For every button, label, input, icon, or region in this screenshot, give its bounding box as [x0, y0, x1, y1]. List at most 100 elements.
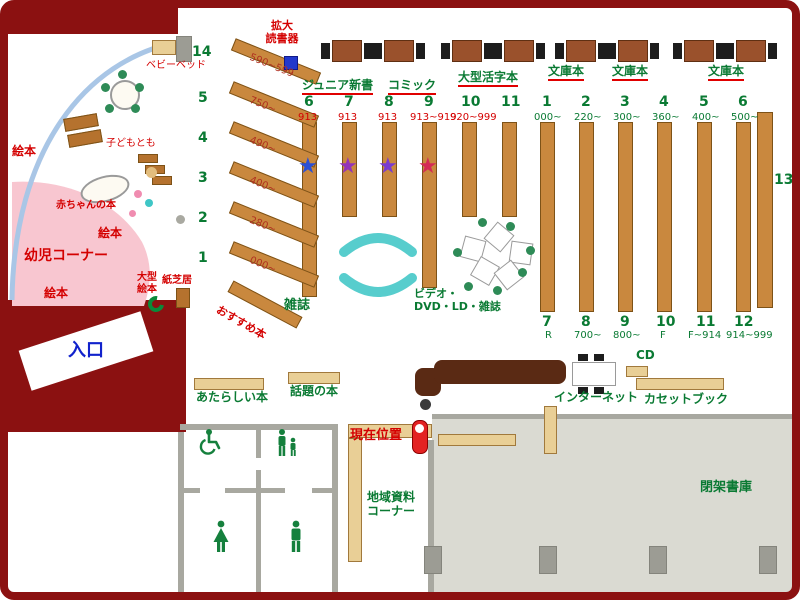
seat-dot — [453, 248, 462, 257]
local-corner-shelf-top — [348, 424, 432, 438]
shelf-range: F — [660, 330, 666, 341]
shelf-num: 6 — [304, 94, 314, 110]
star-icon: ★ — [338, 154, 358, 179]
shelf-range: R — [545, 330, 552, 341]
label-entrance: 入口 — [68, 340, 104, 361]
label-picture-books-1: 絵本 — [12, 144, 37, 158]
chair — [493, 43, 502, 59]
bookshelf-9 — [422, 122, 437, 288]
shelf-range: 913 — [338, 112, 358, 123]
wall — [312, 488, 332, 493]
chair — [578, 354, 588, 361]
shelf-range: 300~ — [613, 112, 641, 123]
label-magazines: 雑誌 — [284, 298, 311, 313]
label-kids: 子どもとも — [106, 138, 156, 149]
shelf-num: 9 — [424, 94, 434, 110]
star-icon: ★ — [418, 154, 438, 179]
label-closed-stacks: 閉架書庫 — [700, 480, 753, 495]
bookshelf-1-7 — [540, 122, 555, 312]
chair — [364, 43, 373, 59]
kids-step — [138, 154, 158, 163]
shelf-range: F~914 — [688, 330, 722, 341]
wall — [178, 432, 184, 592]
shelf-range: 360~ — [652, 112, 680, 123]
shelf-num: 10 — [656, 314, 676, 330]
topic-books-shelf — [288, 372, 340, 384]
chair — [594, 354, 604, 361]
label-kamishibai: 紙芝居 — [162, 275, 192, 286]
seat-dot — [526, 246, 535, 255]
chair — [555, 43, 564, 59]
label-internet: インターネット — [554, 390, 639, 404]
chair — [716, 43, 725, 59]
curved-bench-upper — [339, 233, 417, 257]
chair — [650, 43, 659, 59]
label-cd: CD — [636, 348, 655, 362]
shelf-num: 3 — [198, 170, 208, 186]
reading-table — [684, 40, 714, 62]
reading-table — [332, 40, 362, 62]
shelf-num: 11 — [501, 94, 521, 110]
reading-table — [736, 40, 766, 62]
shelf-num: 11 — [696, 314, 716, 330]
curved-bench-lower — [339, 273, 417, 297]
parent-child-icon — [274, 428, 300, 462]
seat-dot — [118, 70, 127, 79]
shelf-num: 14 — [192, 44, 212, 60]
bookshelf-2-8 — [579, 122, 594, 312]
magnifier-device-icon — [284, 56, 298, 70]
shelf-num: 5 — [198, 90, 208, 106]
label-bunko-2: 文庫本 — [612, 64, 649, 82]
bin-dot — [176, 215, 185, 224]
shelf-range: 400~ — [692, 112, 720, 123]
shelf-num: 7 — [542, 314, 552, 330]
chair — [725, 43, 734, 59]
shelf-range: 913 — [298, 112, 318, 123]
label-picture-books-3: 絵本 — [44, 286, 69, 300]
label-baby-books: 赤ちゃんの本 — [56, 200, 116, 211]
bookshelf-5-11 — [697, 122, 712, 312]
counter-side-shelf — [438, 434, 516, 446]
shelf-range: 913 — [378, 112, 398, 123]
shelf-num: 4 — [198, 130, 208, 146]
chair — [321, 43, 330, 59]
chair — [578, 387, 588, 394]
shelf-range: 000~ — [534, 112, 562, 123]
label-cassette: カセットブック — [644, 392, 729, 406]
seat-dot — [506, 222, 515, 231]
seat-dot — [478, 218, 487, 227]
curved-outer-wall — [9, 39, 179, 301]
chair — [594, 387, 604, 394]
shelf-num: 1 — [542, 94, 552, 110]
shelf-num: 8 — [581, 314, 591, 330]
shelf-num: 7 — [344, 94, 354, 110]
bookshelf-7 — [342, 122, 357, 217]
shelf-num: 9 — [620, 314, 630, 330]
shelf-num: 13 — [774, 172, 794, 188]
baby-bed — [152, 40, 176, 55]
label-baby-bed: ベビーベッド — [146, 60, 206, 71]
shelf-range: 700~ — [574, 330, 602, 341]
shelf-num: 5 — [699, 94, 709, 110]
seat-dot — [493, 286, 502, 295]
bookshelf-4-10 — [657, 122, 672, 312]
wall — [256, 470, 261, 488]
seat-dot — [101, 83, 110, 92]
shelf-num: 6 — [738, 94, 748, 110]
shelf-range: 920~999 — [450, 112, 497, 123]
label-junior-shinsho: ジュニア新書 — [302, 78, 374, 96]
small-shelf — [544, 406, 557, 454]
chair — [484, 43, 493, 59]
reading-table — [566, 40, 596, 62]
shelf-range: 500~ — [731, 112, 759, 123]
label-topic-books: 話題の本 — [290, 384, 339, 398]
wall — [256, 493, 261, 592]
seat-dot — [135, 83, 144, 92]
shelf-range: 800~ — [613, 330, 641, 341]
wheelchair-icon — [198, 428, 224, 460]
shelf-num: 1 — [198, 250, 208, 266]
kamishibai-shelf — [176, 288, 190, 308]
shelf-num: 2 — [581, 94, 591, 110]
